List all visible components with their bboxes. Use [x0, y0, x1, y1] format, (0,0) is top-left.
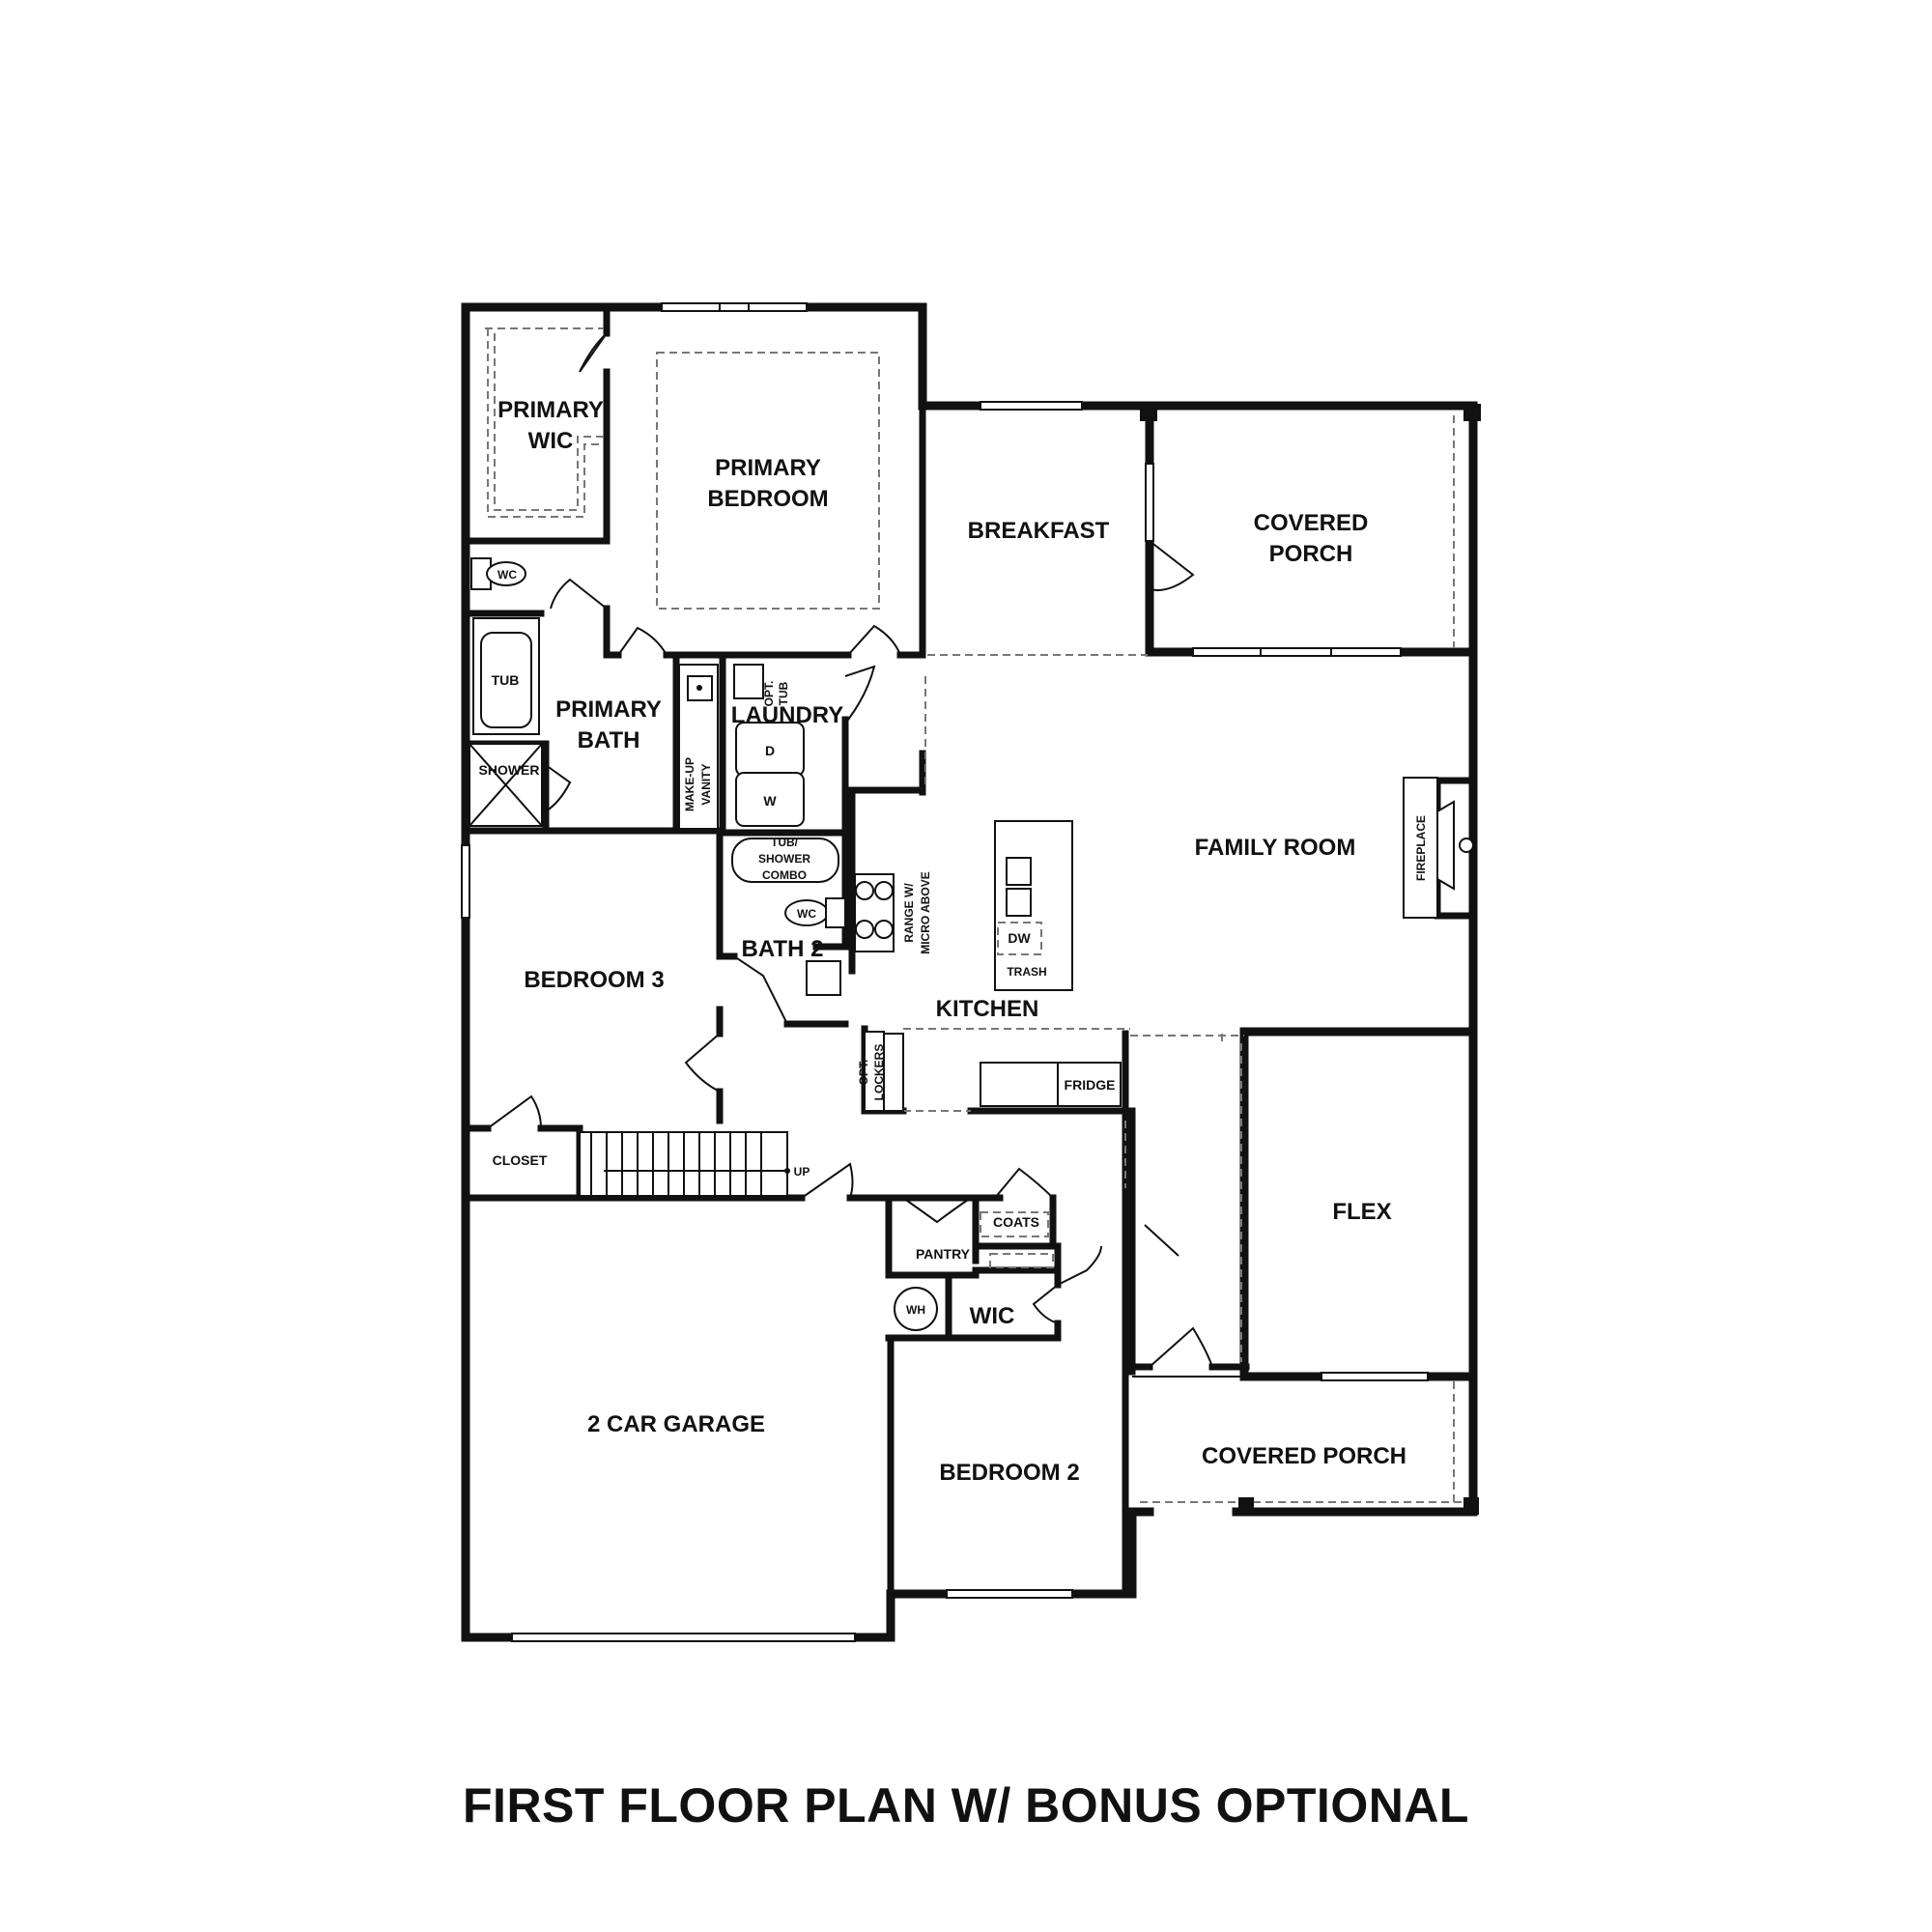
- fixture-make-up-vanity-line2: VANITY: [699, 763, 713, 805]
- room-laundry: LAUNDRY: [731, 702, 843, 728]
- fixture-dryer: D: [765, 743, 775, 758]
- room-primary-bedroom-line1: PRIMARY: [715, 455, 821, 481]
- fixture-tub-shower-combo-line3: COMBO: [762, 868, 807, 882]
- room-primary-bedroom-line2: BEDROOM: [707, 486, 828, 512]
- fixture-fireplace: FIREPLACE: [1414, 815, 1428, 881]
- windows: [461, 302, 1429, 1642]
- fixture-trash: TRASH: [1007, 965, 1046, 979]
- fixture-labels: WC TUB SHOWER MAKE-UP VANITY OPT. TUB D …: [479, 568, 1429, 1317]
- porch-outlines: [1132, 404, 1481, 1515]
- fixture-wc-primary: WC: [497, 568, 517, 582]
- doors: [487, 332, 1213, 1368]
- fixture-opt-tub-line1: OPT.: [762, 681, 776, 707]
- plan-title: FIRST FLOOR PLAN W/ BONUS OPTIONAL: [463, 1778, 1469, 1833]
- room-flex: FLEX: [1332, 1199, 1391, 1225]
- fixture-tub: TUB: [492, 672, 520, 688]
- fixture-range-line2: MICRO ABOVE: [919, 871, 932, 954]
- fixture-opt-lockers-line1: OPT.: [857, 1060, 870, 1086]
- fixture-opt-lockers-line2: LOCKERS: [872, 1044, 886, 1101]
- room-primary-wic-line1: PRIMARY: [497, 397, 604, 423]
- room-family-room: FAMILY ROOM: [1195, 835, 1356, 861]
- interior-walls: [462, 303, 1477, 1598]
- room-primary-bath-line1: PRIMARY: [555, 696, 662, 723]
- room-2-car-garage: 2 CAR GARAGE: [587, 1411, 765, 1437]
- dashed-lines: [485, 327, 1244, 1362]
- room-covered-porch-rear-line2: PORCH: [1269, 541, 1353, 567]
- room-bath-2: BATH 2: [742, 936, 824, 962]
- room-primary-wic-line2: WIC: [528, 428, 574, 454]
- stairs: [579, 1131, 790, 1197]
- fixture-wc-bath2: WC: [797, 907, 816, 921]
- fixture-fridge: FRIDGE: [1065, 1077, 1116, 1093]
- fixture-water-heater: WH: [906, 1303, 925, 1317]
- fixture-stairs-up: UP: [794, 1165, 810, 1179]
- fixtures: [469, 557, 1474, 1331]
- room-breakfast: BREAKFAST: [968, 518, 1110, 544]
- fixture-tub-shower-combo-line1: TUB/: [771, 836, 799, 849]
- fixture-make-up-vanity-line1: MAKE-UP: [683, 757, 696, 811]
- room-wic: WIC: [970, 1303, 1015, 1329]
- room-covered-porch-rear-line1: COVERED: [1254, 510, 1369, 536]
- fixture-tub-shower-combo-line2: SHOWER: [758, 852, 810, 866]
- fixture-range-line1: RANGE W/: [902, 883, 916, 943]
- room-coats: COATS: [993, 1214, 1039, 1230]
- room-covered-porch-front: COVERED PORCH: [1202, 1443, 1406, 1469]
- room-closet: CLOSET: [493, 1152, 548, 1168]
- room-bedroom-3: BEDROOM 3: [524, 967, 664, 993]
- fixture-opt-tub-line2: TUB: [777, 681, 790, 705]
- fixture-washer: W: [763, 793, 777, 809]
- room-kitchen: KITCHEN: [936, 996, 1039, 1022]
- fixture-dw: DW: [1008, 930, 1031, 946]
- room-pantry: PANTRY: [916, 1246, 971, 1262]
- fixture-shower: SHOWER: [479, 762, 540, 778]
- room-primary-bath-line2: BATH: [578, 727, 640, 753]
- room-labels: PRIMARY WIC PRIMARY BEDROOM BREAKFAST CO…: [493, 397, 1406, 1486]
- room-bedroom-2: BEDROOM 2: [939, 1460, 1079, 1486]
